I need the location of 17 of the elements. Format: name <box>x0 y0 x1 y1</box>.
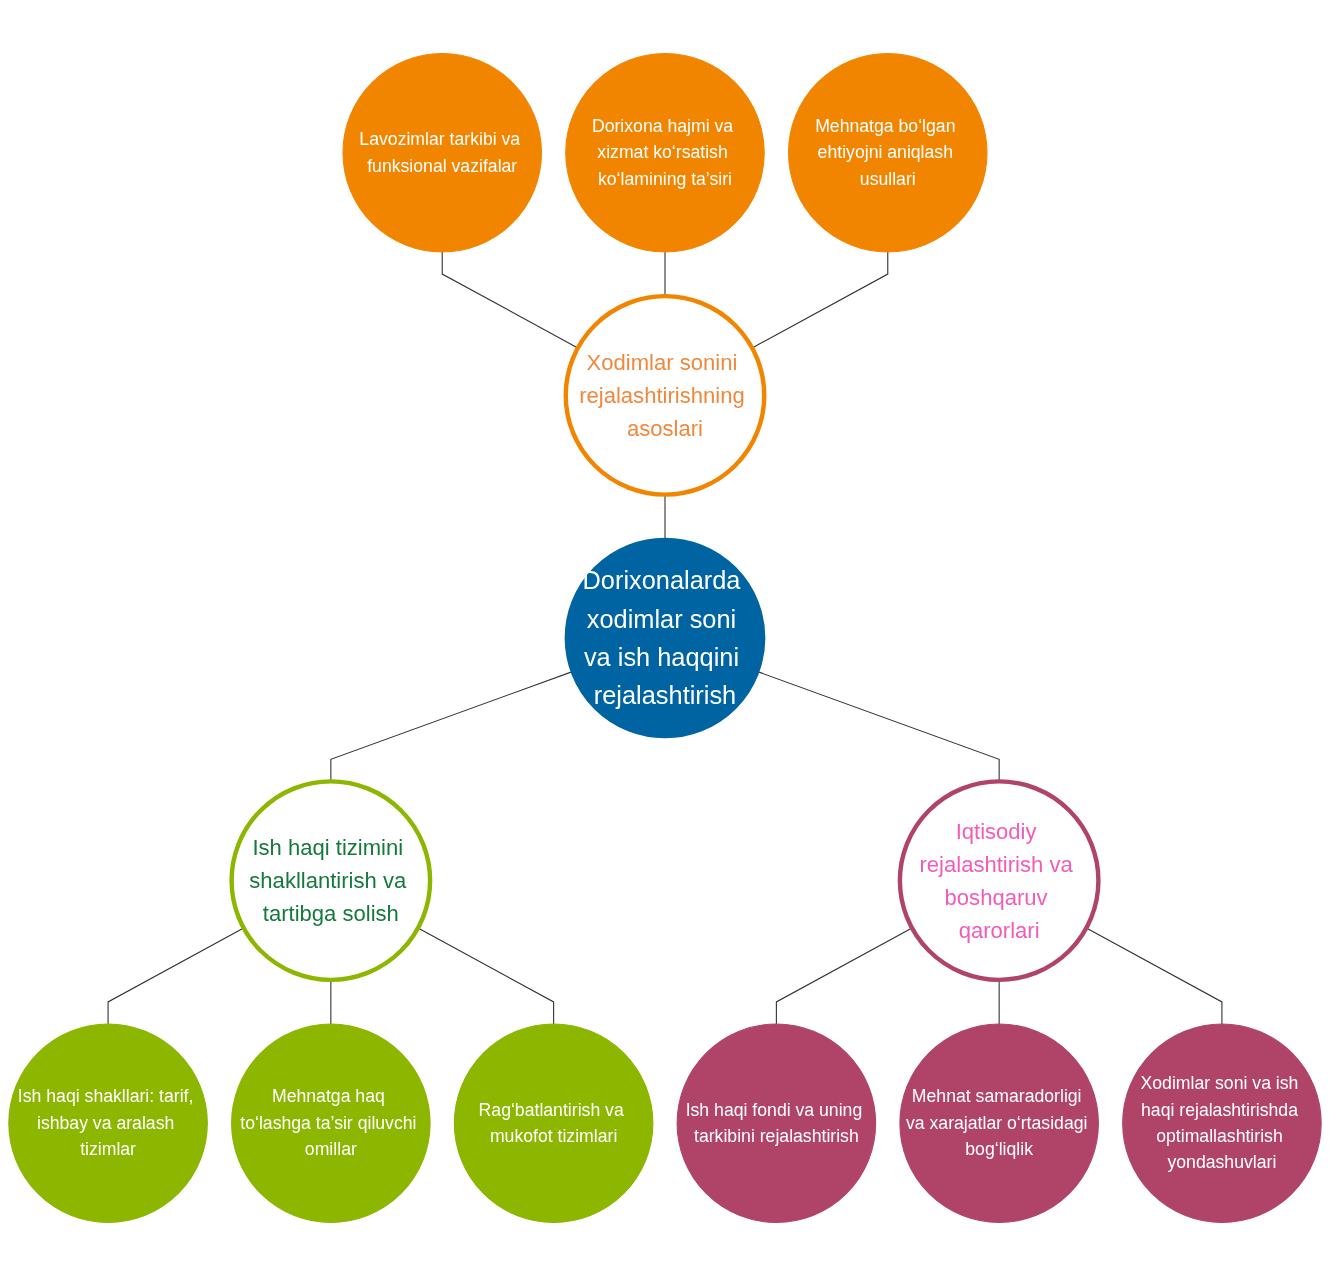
detail-circle: Mehnatga bo‘lgan ehtiyojni aniqlash usullari <box>787 52 988 253</box>
detail-circle: Dorixona hajmi va xizmat ko‘rsatish ko‘lamining ta’siri <box>565 52 765 253</box>
detail-circle: Mehnatga haq to‘lashga ta’sir qiluvchi omillar <box>231 1023 431 1224</box>
connector-line <box>751 251 889 349</box>
detail-circle: Ish haqi fondi va uning tarkibini rejalashtirish <box>676 1023 877 1224</box>
detail-circle: Rag‘batlantirish va mukofot tizimlari <box>453 1023 654 1224</box>
detail-circle: Lavozimlar tarkibi va funksional vazifalar <box>342 52 543 253</box>
subtopic-circle: Ish haqi tizimini shakllantirish va tartibga solish <box>229 779 433 983</box>
subtopic-circle: Iqtisodiy rejalashtirish va boshqaruv qarorlari <box>897 779 1101 983</box>
detail-circle: Mehnat samaradorligi va xarajatlar o‘rtasidagi bog‘liqlik <box>899 1023 1099 1224</box>
detail-circle: Ish haqi shakllari: tarif, ishbay va aralash tizimlar <box>8 1023 208 1224</box>
central-topic-circle: Dorixonalarda xodimlar soni va ish haqqini rejalashtirish <box>564 537 766 739</box>
connector-line <box>441 251 579 349</box>
subtopic-circle: Xodimlar sonini rejalashtirishning asoslari <box>563 293 767 497</box>
connector-line <box>775 927 913 1025</box>
connector-line <box>417 927 555 1025</box>
detail-circle: Xodimlar soni va ish haqi rejalashtirishda optimallashtirish yondashuvlari <box>1122 1023 1322 1224</box>
